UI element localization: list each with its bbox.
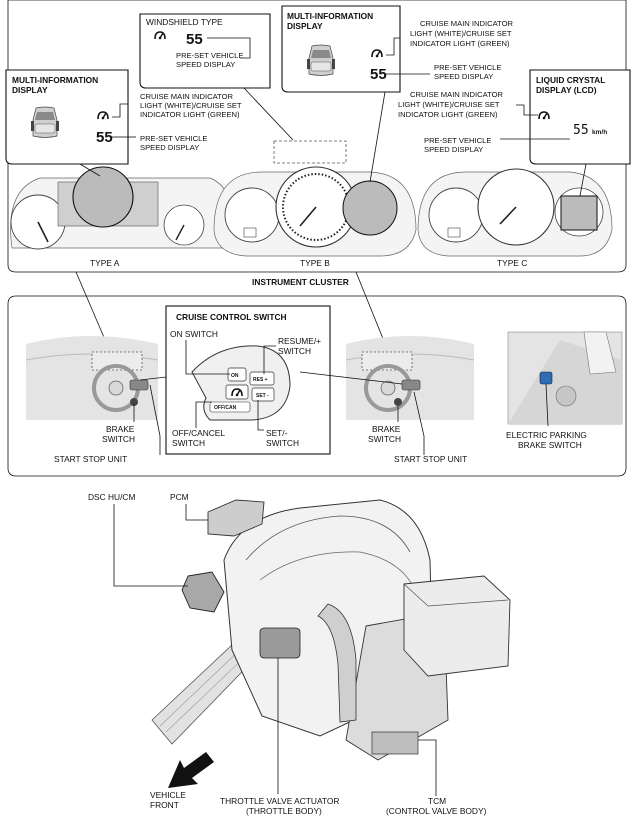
- throttle-label-1: THROTTLE VALVE ACTUATOR: [220, 796, 339, 806]
- lcd-title-1: LIQUID CRYSTAL: [536, 75, 605, 85]
- mid-b-title-1: MULTI-INFORMATION: [287, 11, 373, 21]
- mid-a-cruise-2: LIGHT (WHITE)/CRUISE SET: [140, 101, 242, 110]
- mid-b-title-2: DISPLAY: [287, 21, 323, 31]
- mid-b-preset-2: SPEED DISPLAY: [434, 72, 493, 81]
- windshield-preset-1: PRE-SET VEHICLE: [176, 51, 243, 60]
- cluster-panel-frame: [7, 0, 627, 273]
- left-start-stop: START STOP UNIT: [54, 454, 127, 464]
- steering-switch-pod: [191, 345, 291, 421]
- tcm-label-2: (CONTROL VALVE BODY): [386, 806, 487, 816]
- engine-bay-illustration: [151, 499, 511, 761]
- mid-b-preset-1: PRE-SET VEHICLE: [434, 63, 501, 72]
- mid-a-cruise-3: INDICATOR LIGHT (GREEN): [140, 110, 240, 119]
- windshield-speed: 55: [186, 31, 203, 48]
- lcd-preset-2: SPEED DISPLAY: [424, 145, 483, 154]
- off-cancel-2: SWITCH: [172, 438, 205, 448]
- mid-a-preset-2: SPEED DISPLAY: [140, 143, 199, 152]
- lcd-preset-1: PRE-SET VEHICLE: [424, 136, 491, 145]
- windshield-display-outline: [273, 140, 347, 164]
- btn-on: ON: [231, 373, 239, 379]
- type-b-label: TYPE B: [300, 258, 330, 268]
- mid-b-cruise-2: LIGHT (WHITE)/CRUISE SET: [410, 29, 512, 38]
- mid-a-cruise-1: CRUISE MAIN INDICATOR: [140, 92, 233, 101]
- vehicle-front-arrow: [168, 752, 214, 788]
- cluster-type-b: TYPE B: [213, 140, 417, 268]
- lcd-title-2: DISPLAY (LCD): [536, 85, 597, 95]
- mid-b-speed: 55: [370, 66, 387, 83]
- right-brake-2: SWITCH: [368, 434, 401, 444]
- lcd-cruise-1: CRUISE MAIN INDICATOR: [410, 90, 503, 99]
- left-brake-2: SWITCH: [102, 434, 135, 444]
- left-brake-1: BRAKE: [106, 424, 135, 434]
- vehicle-front-2: FRONT: [150, 800, 179, 810]
- set-switch-2: SWITCH: [266, 438, 299, 448]
- cluster-type-a: TYPE A: [10, 166, 233, 268]
- cruise-switch-title: CRUISE CONTROL SWITCH: [176, 312, 287, 322]
- type-c-label: TYPE C: [497, 258, 527, 268]
- instrument-cluster-title: INSTRUMENT CLUSTER: [252, 277, 349, 287]
- mid-a-title-2: DISPLAY: [12, 85, 48, 95]
- windshield-preset-2: SPEED DISPLAY: [176, 60, 235, 69]
- mid-a-speed: 55: [96, 129, 113, 146]
- car-icon: [306, 44, 336, 76]
- lcd-unit: km/h: [592, 129, 607, 136]
- mid-b-cruise-3: INDICATOR LIGHT (GREEN): [410, 39, 510, 48]
- dsc-hu-cm-label: DSC HU/CM: [88, 492, 135, 502]
- btn-set: SET -: [256, 393, 269, 399]
- mid-a-title-1: MULTI-INFORMATION: [12, 75, 98, 85]
- btn-res: RES +: [253, 377, 268, 383]
- tcm-label-1: TCM: [428, 796, 446, 806]
- lcd-callout-box: [529, 69, 631, 165]
- dashboard-right-view: [345, 336, 475, 420]
- resume-switch-2: SWITCH: [278, 346, 311, 356]
- epb-label-2: BRAKE SWITCH: [518, 440, 582, 450]
- right-start-stop: START STOP UNIT: [394, 454, 467, 464]
- epb-console-view: [507, 331, 623, 425]
- type-a-label: TYPE A: [90, 258, 120, 268]
- on-switch-label: ON SWITCH: [170, 329, 218, 339]
- resume-switch-1: RESUME/+: [278, 336, 321, 346]
- off-cancel-1: OFF/CANCEL: [172, 428, 225, 438]
- pcm-label: PCM: [170, 492, 189, 502]
- dashboard-left-view: [25, 336, 159, 420]
- btn-off-can: OFF/CAN: [214, 405, 237, 411]
- lcd-speed: 55: [573, 123, 589, 138]
- mid-a-callout-box: [5, 69, 129, 165]
- mid-b-cruise-1: CRUISE MAIN INDICATOR: [420, 19, 513, 28]
- right-brake-1: BRAKE: [372, 424, 401, 434]
- epb-label-1: ELECTRIC PARKING: [506, 430, 587, 440]
- set-switch-1: SET/-: [266, 428, 288, 438]
- mid-a-preset-1: PRE-SET VEHICLE: [140, 134, 207, 143]
- windshield-callout-box: [139, 13, 271, 89]
- car-icon: [30, 106, 60, 138]
- lcd-cruise-3: INDICATOR LIGHT (GREEN): [398, 110, 498, 119]
- windshield-title: WINDSHIELD TYPE: [146, 17, 223, 27]
- lcd-cruise-2: LIGHT (WHITE)/CRUISE SET: [398, 100, 500, 109]
- throttle-label-2: (THROTTLE BODY): [246, 806, 322, 816]
- vehicle-front-1: VEHICLE: [150, 790, 186, 800]
- switch-panel-frame: [7, 295, 627, 477]
- cluster-type-c: TYPE C: [417, 168, 613, 268]
